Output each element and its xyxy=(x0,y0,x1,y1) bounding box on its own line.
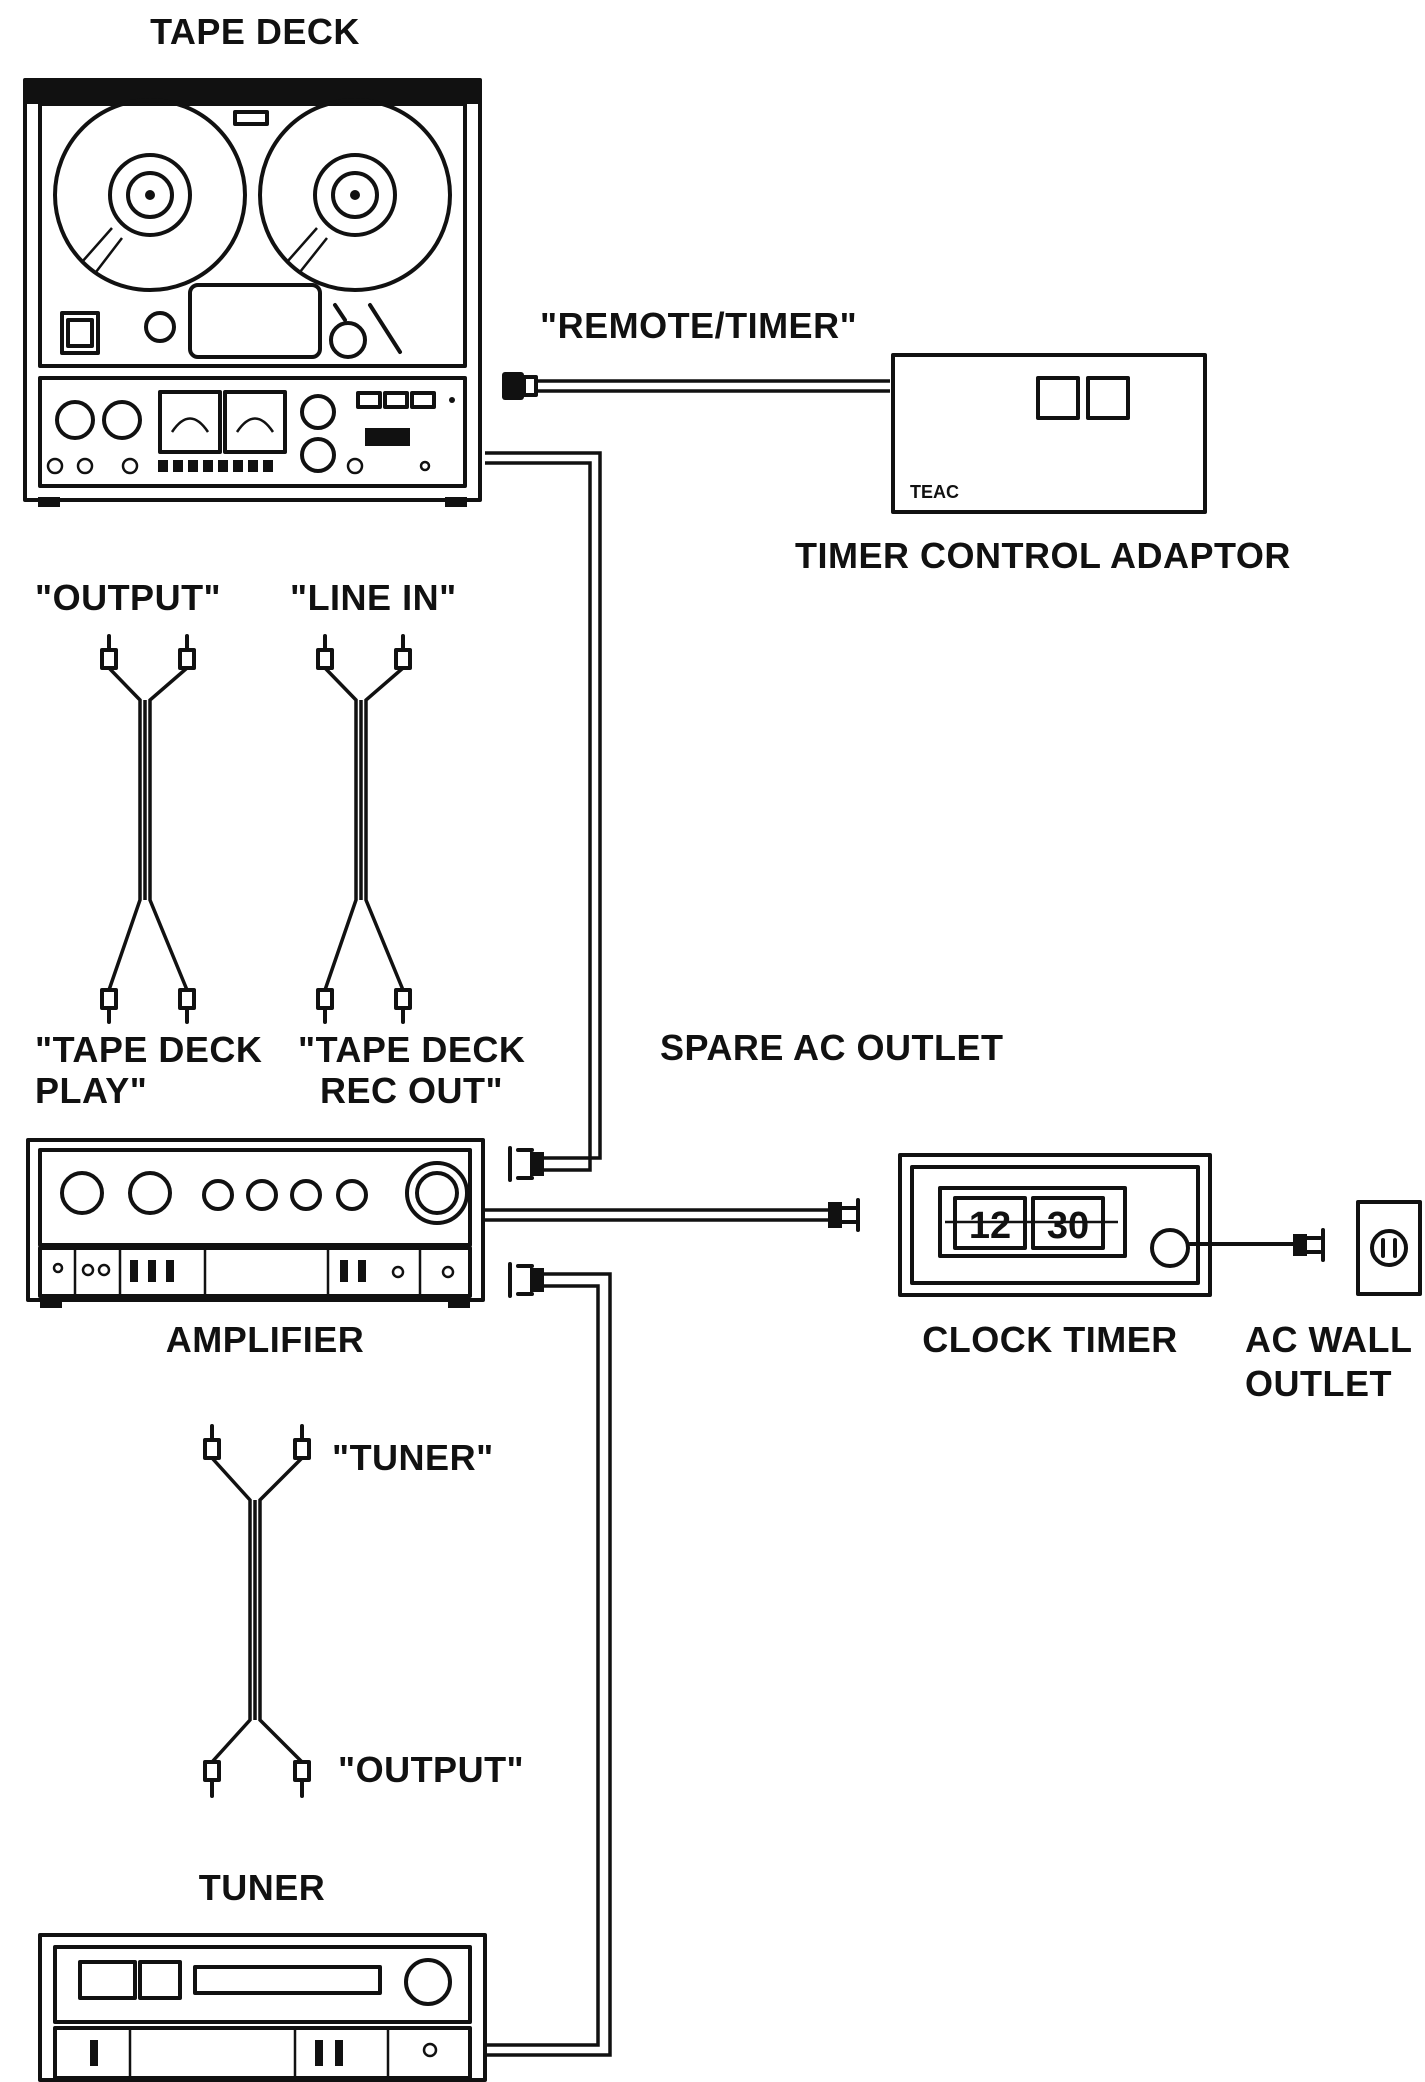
amplifier-plug-icon xyxy=(828,1198,860,1232)
spare-ac-outlet-label: SPARE AC OUTLET xyxy=(660,1027,1004,1068)
remote-timer-label: "REMOTE/TIMER" xyxy=(540,305,857,346)
tape-deck-label: TAPE DECK xyxy=(150,11,360,52)
wall-plug-icon xyxy=(1293,1228,1325,1262)
ac-wall-outlet-icon xyxy=(1356,1200,1422,1296)
amplifier-power-cable xyxy=(485,1208,830,1222)
clock-timer-device: 12 30 xyxy=(898,1153,1212,1297)
output-label-top: "OUTPUT" xyxy=(35,577,221,618)
right-reel-icon xyxy=(258,98,452,292)
output-rca-cable xyxy=(100,634,196,1024)
remote-cable xyxy=(536,379,890,393)
tape-deck-rec-out-label-line1: "TAPE DECK xyxy=(298,1029,525,1070)
amp-outlet-plug-icon xyxy=(508,1262,544,1298)
left-reel-icon xyxy=(53,98,247,292)
tuner-cable-label: "TUNER" xyxy=(332,1437,494,1478)
tape-deck-power-cable xyxy=(485,451,602,1172)
amplifier-device xyxy=(26,1138,485,1308)
ac-wall-outlet-label-line2: OUTLET xyxy=(1245,1363,1392,1404)
clock-timer-label: CLOCK TIMER xyxy=(922,1319,1177,1360)
timer-control-adaptor-device: TEAC xyxy=(891,353,1207,514)
tape-deck-play-label-line2: PLAY" xyxy=(35,1070,147,1111)
clock-hour-display: 12 xyxy=(969,1205,1011,1247)
line-in-label: "LINE IN" xyxy=(290,577,457,618)
tuner-rca-cable xyxy=(203,1424,311,1798)
tape-deck-rec-out-label-line2: REC OUT" xyxy=(320,1070,503,1111)
output-label-bottom: "OUTPUT" xyxy=(338,1749,524,1790)
clock-minute-display: 30 xyxy=(1047,1205,1089,1247)
tuner-label: TUNER xyxy=(199,1867,326,1908)
spare-outlet-plug-icon xyxy=(508,1146,544,1182)
tuner-device xyxy=(38,1933,487,2082)
line-in-rca-cable xyxy=(316,634,412,1024)
tape-deck-play-label-line1: "TAPE DECK xyxy=(35,1029,262,1070)
adaptor-brand-label: TEAC xyxy=(910,482,959,502)
tape-deck-device xyxy=(23,78,482,507)
tuner-power-cable xyxy=(485,1272,612,2057)
remote-plug-icon xyxy=(502,372,538,400)
ac-wall-outlet-label-line1: AC WALL xyxy=(1245,1319,1412,1360)
amplifier-label: AMPLIFIER xyxy=(166,1319,365,1360)
timer-control-adaptor-label: TIMER CONTROL ADAPTOR xyxy=(795,535,1291,576)
